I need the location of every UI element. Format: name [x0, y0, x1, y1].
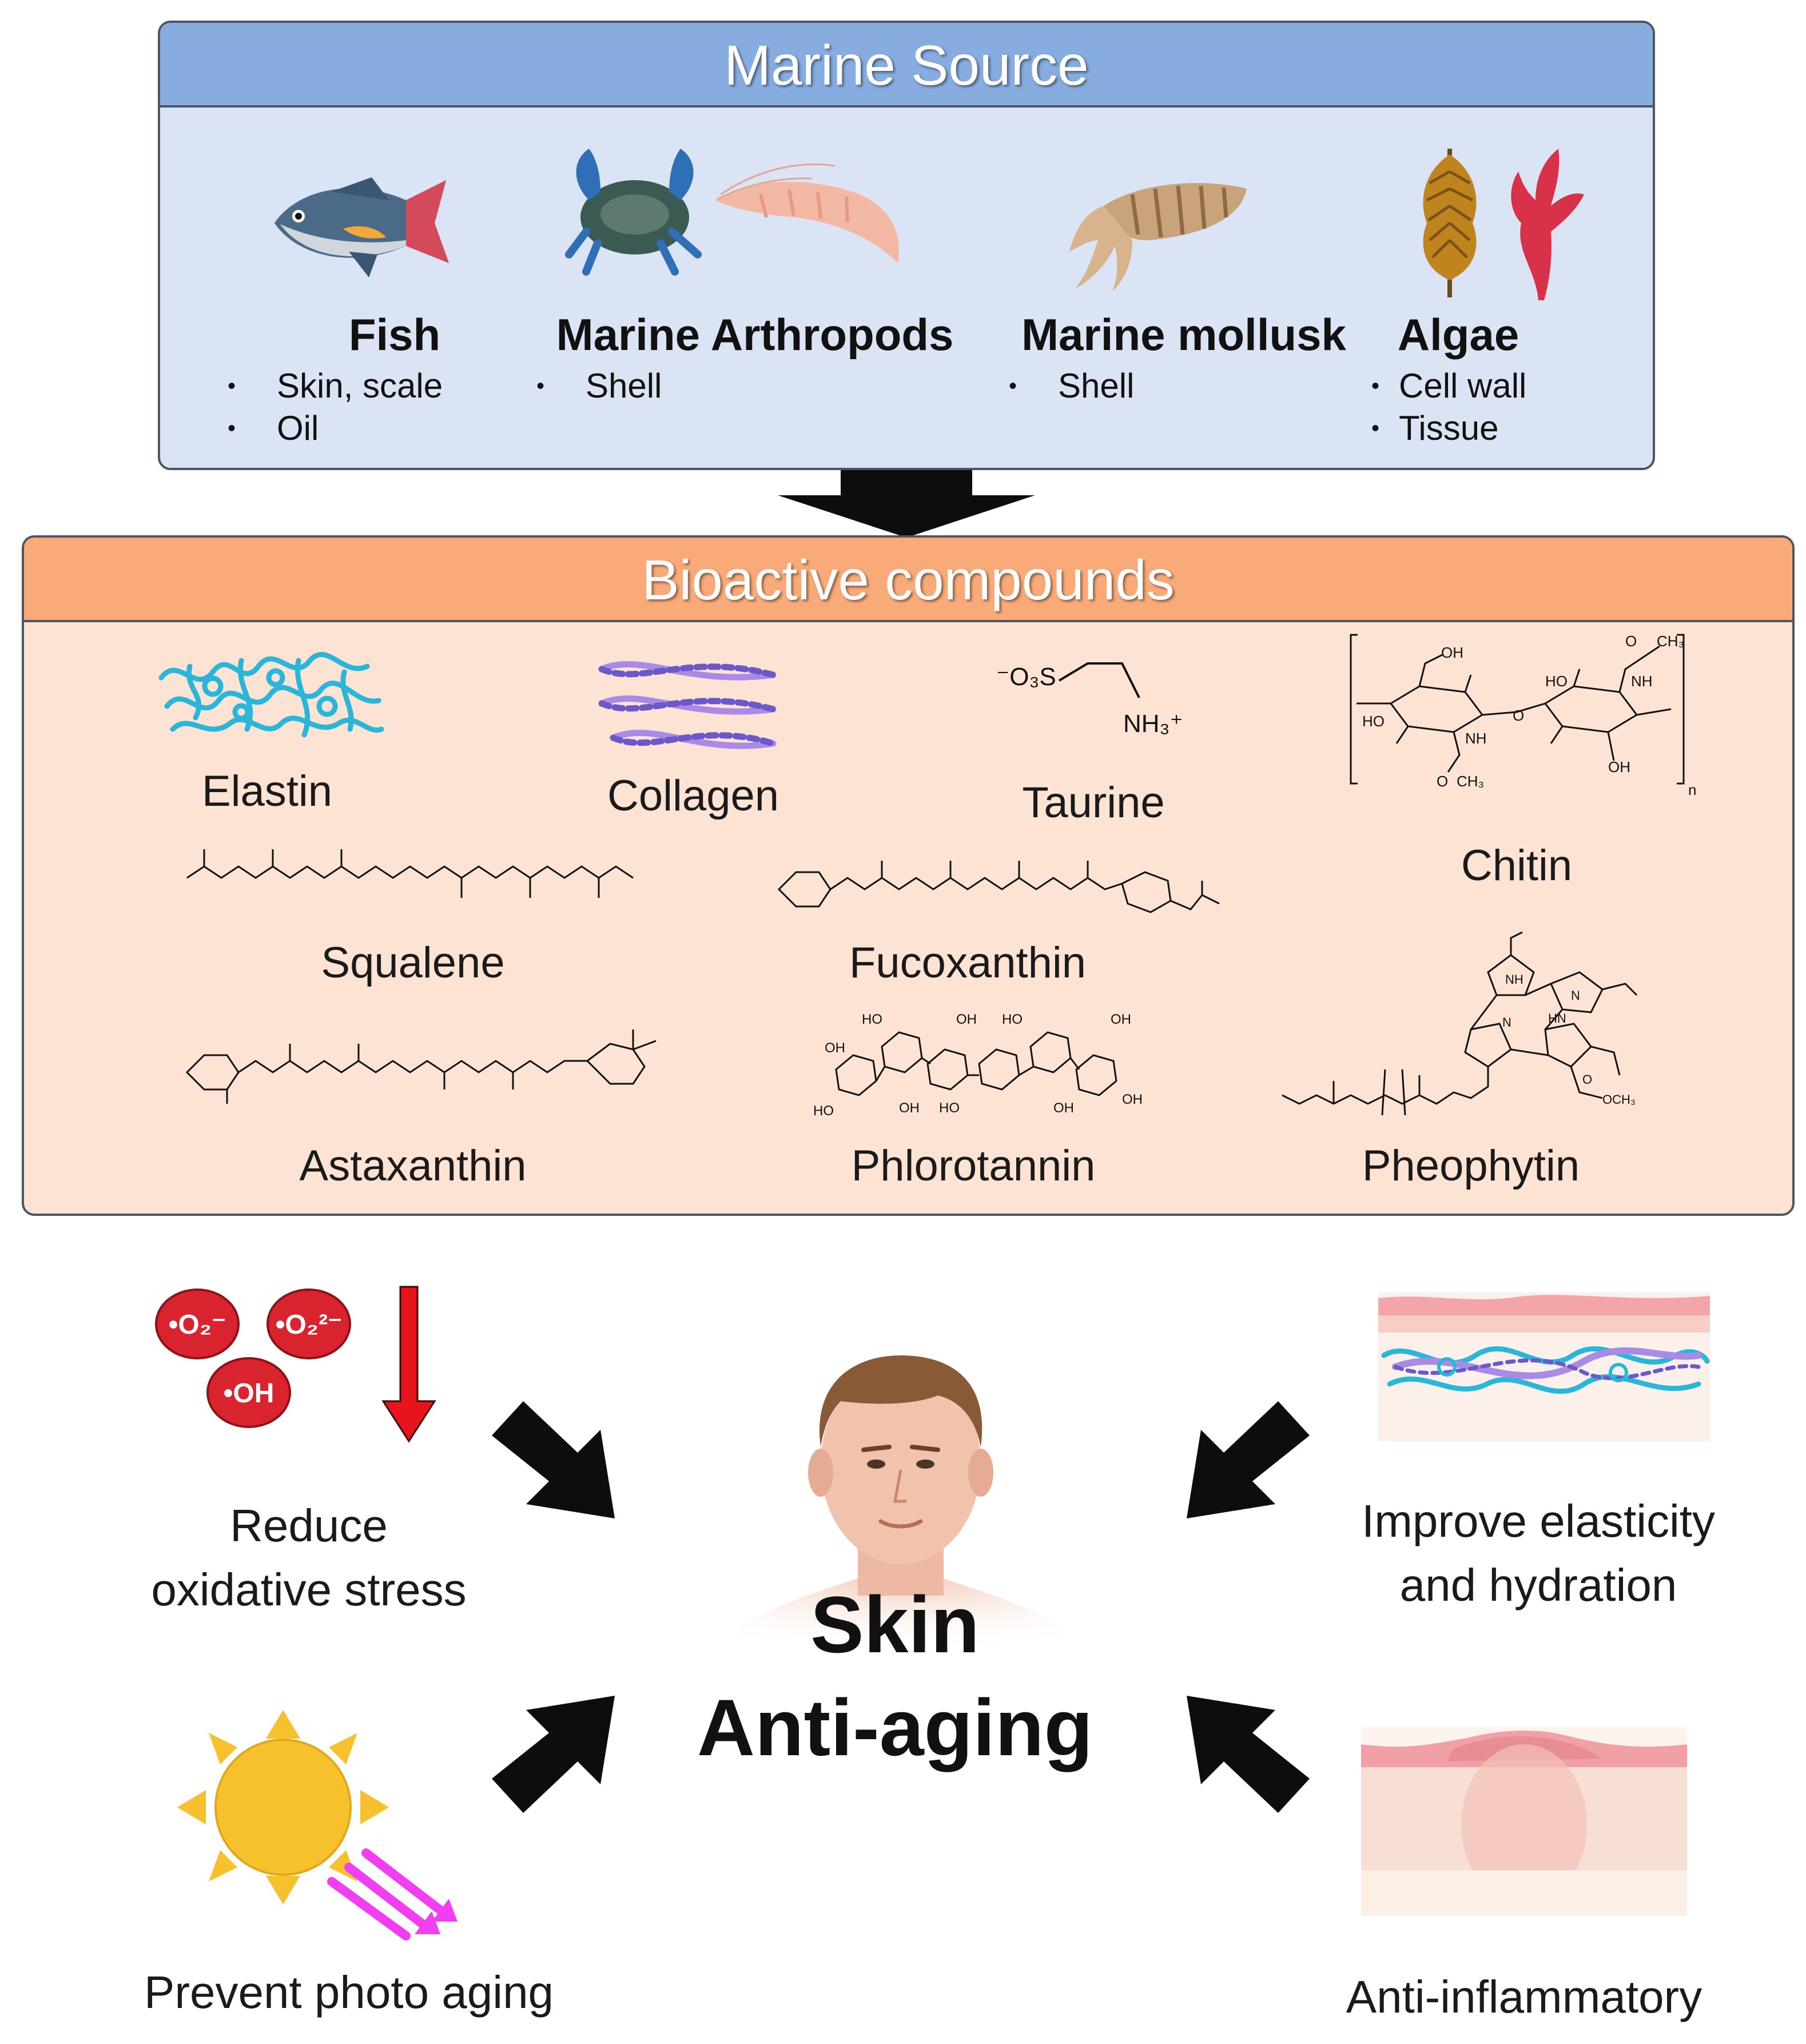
- phlorotannin-ho-1: HO: [862, 1012, 882, 1027]
- arrow-bottomleft-icon: [492, 1696, 615, 1813]
- chitin-ch3-2: CH₃: [1657, 633, 1684, 650]
- effect-label-oxidative: Reduce oxidative stress: [151, 1494, 466, 1622]
- phlorotannin-ho-4: HO: [939, 1100, 960, 1116]
- source-list-algae: Cell wall Tissue: [1367, 365, 1526, 450]
- skin-elasticity-icon: [1378, 1293, 1710, 1441]
- human-face-icon: [692, 1355, 1109, 1670]
- effect-elasticity-line-2: and hydration: [1399, 1560, 1677, 1610]
- chitin-ho-2: HO: [1545, 673, 1568, 690]
- phlorotannin-oh-6: OH: [1122, 1092, 1143, 1107]
- source-list-mollusk: Shell: [1004, 365, 1134, 407]
- compound-label-chitin: Chitin: [1461, 841, 1573, 890]
- radical-hydroxyl: •OH: [224, 1378, 275, 1409]
- pheophytin-och3: OCH₃: [1602, 1092, 1636, 1107]
- compound-label-collagen: Collagen: [607, 772, 779, 820]
- taurine-sulfonate: ⁻O₃S: [996, 663, 1056, 691]
- sun-uv-icon: [177, 1710, 458, 1940]
- phlorotannin-oh-5: OH: [1053, 1100, 1074, 1116]
- pheophytin-n-1: N: [1502, 1015, 1511, 1029]
- seaweed-icon: [1423, 149, 1584, 300]
- effect-label-inflammatory: Anti-inflammatory: [1346, 1971, 1702, 2022]
- bioactive-panel: Bioactive compounds Elastin Collagen ⁻O₃…: [22, 535, 1795, 1216]
- phlorotannin-oh-2: OH: [1111, 1012, 1131, 1027]
- squalene-structure: [186, 849, 634, 898]
- center-title-anti-aging: Anti-aging: [697, 1683, 1093, 1772]
- pheophytin-n-2: N: [1571, 988, 1580, 1003]
- chitin-n: n: [1688, 781, 1696, 798]
- list-item: Oil: [223, 407, 443, 450]
- marine-source-title: Marine Source: [724, 34, 1089, 97]
- chitin-nh-1: NH: [1465, 730, 1487, 747]
- list-item: Shell: [1004, 365, 1134, 407]
- marine-source-header: Marine Source: [160, 23, 1653, 108]
- pheophytin-o: O: [1582, 1072, 1592, 1087]
- list-item: Shell: [532, 365, 662, 407]
- source-name-mollusk: Marine mollusk: [1021, 309, 1346, 360]
- reduce-arrow-icon: [381, 1286, 436, 1443]
- chitin-ch3-1: CH₃: [1457, 773, 1484, 790]
- list-item: Tissue: [1367, 407, 1526, 450]
- fucoxanthin-structure: [777, 861, 1220, 913]
- chitin-o-link: O: [1513, 707, 1524, 724]
- radical-superoxide: •O₂⁻: [169, 1310, 226, 1340]
- list-item: Cell wall: [1367, 365, 1526, 407]
- crab-shrimp-icon: [565, 149, 899, 276]
- taurine-structure: ⁻O₃S NH₃⁺: [996, 662, 1183, 738]
- source-name-algae: Algae: [1397, 309, 1519, 360]
- phlorotannin-ho-3: HO: [813, 1103, 834, 1119]
- chitin-oh-1: OH: [1441, 644, 1463, 661]
- pheophytin-nh: NH: [1505, 972, 1523, 987]
- pheophytin-hn: HN: [1548, 1011, 1566, 1025]
- source-list-arthropods: Shell: [532, 365, 662, 407]
- list-item: Skin, scale: [223, 365, 443, 407]
- compound-label-fucoxanthin: Fucoxanthin: [849, 939, 1087, 987]
- arrow-bottomright-icon: [1187, 1696, 1310, 1813]
- effect-oxidative-line-1: Reduce: [230, 1500, 388, 1551]
- taurine-amine: NH₃⁺: [1123, 710, 1183, 738]
- arrow-topright-icon: [1187, 1401, 1310, 1518]
- fish-icon: [275, 177, 449, 277]
- phlorotannin-ho-2: HO: [1002, 1012, 1023, 1027]
- phlorotannin-structure: HO OH HO OH OH HO OH HO OH OH: [813, 1012, 1143, 1119]
- free-radicals-icon: •O₂⁻ •O₂²⁻ •OH: [155, 1289, 351, 1428]
- center-title-skin: Skin: [810, 1580, 980, 1669]
- phlorotannin-oh-3: OH: [825, 1040, 845, 1056]
- radical-peroxide: •O₂²⁻: [276, 1310, 343, 1340]
- source-name-arthropods: Marine Arthropods: [556, 309, 954, 360]
- effect-label-elasticity: Improve elasticity and hydration: [1362, 1489, 1715, 1617]
- collagen-icon: [598, 661, 777, 749]
- chitin-oh-2: OH: [1608, 758, 1630, 776]
- phlorotannin-oh-1: OH: [956, 1012, 977, 1027]
- marine-source-panel: Marine Source Fish Marine Arthropo: [158, 21, 1655, 470]
- bioactive-title: Bioactive compounds: [642, 548, 1175, 611]
- compound-label-elastin: Elastin: [201, 767, 333, 816]
- chitin-ho-1: HO: [1362, 713, 1385, 730]
- source-name-fish: Fish: [348, 309, 441, 360]
- elastin-icon: [158, 652, 384, 738]
- bioactive-header: Bioactive compounds: [24, 538, 1792, 622]
- chitin-nh-2: NH: [1631, 673, 1653, 690]
- effect-label-photo: Prevent photo aging: [144, 1967, 554, 2018]
- source-list-fish: Skin, scale Oil: [223, 365, 443, 450]
- effect-elasticity-line-1: Improve elasticity: [1362, 1496, 1715, 1546]
- chitin-o-2: O: [1625, 633, 1637, 650]
- pheophytin-structure: NH HN N N O OCH₃: [1282, 931, 1638, 1116]
- chitin-structure: OH HO NH O CH₃ O HO NH O CH₃ OH n: [1350, 633, 1696, 798]
- compound-label-phlorotannin: Phlorotannin: [851, 1142, 1096, 1190]
- compound-label-astaxanthin: Astaxanthin: [299, 1142, 527, 1190]
- inflamed-skin-icon: [1361, 1727, 1687, 1916]
- arrow-topleft-icon: [492, 1401, 615, 1518]
- effect-oxidative-line-2: oxidative stress: [151, 1564, 467, 1615]
- compound-label-squalene: Squalene: [321, 939, 505, 987]
- phlorotannin-oh-4: OH: [899, 1100, 920, 1116]
- compound-label-pheophytin: Pheophytin: [1362, 1142, 1580, 1190]
- compound-label-taurine: Taurine: [1022, 778, 1165, 827]
- down-arrow-icon: [778, 470, 1035, 538]
- chitin-o-1: O: [1437, 773, 1448, 790]
- astaxanthin-structure: [185, 1029, 657, 1104]
- cuttlefish-icon: [1069, 183, 1247, 292]
